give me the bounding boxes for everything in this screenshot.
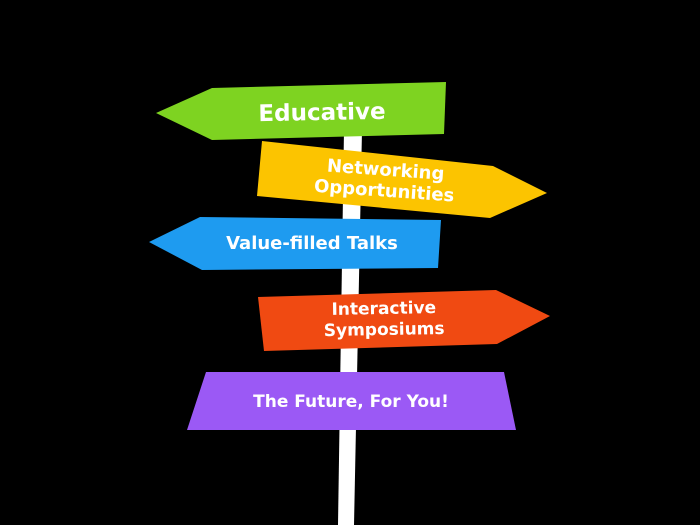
sign-educative-line-1: Educative	[258, 99, 386, 127]
sign-the-future-line-1: The Future, For You!	[253, 392, 449, 412]
sign-educative: Educative	[156, 82, 446, 140]
sign-educative-board	[156, 82, 446, 140]
sign-the-future-board	[187, 372, 516, 430]
sign-networking-opportunities: Networking Opportunities	[257, 141, 547, 218]
sign-the-future: The Future, For You!	[187, 372, 516, 430]
sign-interactive-line-2: Symposiums	[324, 319, 445, 341]
sign-interactive-symposiums: Interactive Symposiums	[258, 290, 550, 351]
sign-value-filled-talks-line-1: Value-filled Talks	[226, 233, 398, 254]
sign-interactive-symposiums-board	[258, 290, 550, 351]
sign-value-filled-talks-board	[149, 217, 441, 270]
sign-networking-board	[257, 141, 547, 218]
sign-value-filled-talks: Value-filled Talks	[149, 217, 441, 270]
sign-interactive-line-1: Interactive	[331, 298, 436, 320]
